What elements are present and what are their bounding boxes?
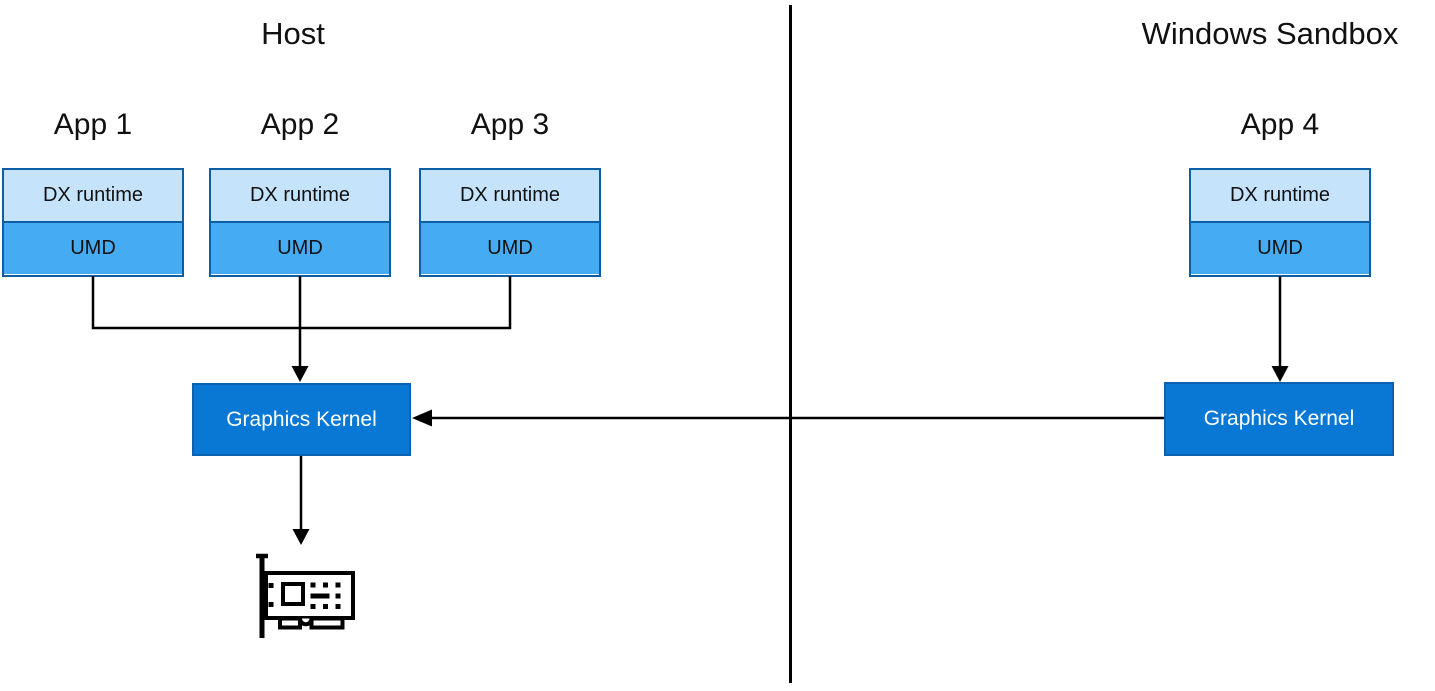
app1-umd-layer: UMD: [4, 221, 182, 274]
app2-dx-runtime-layer: DX runtime: [211, 170, 389, 221]
app1-dx-runtime-layer: DX runtime: [4, 170, 182, 221]
sandbox-graphics-kernel-box: Graphics Kernel: [1164, 382, 1394, 456]
app2-label: App 2: [260, 108, 340, 141]
app2-umd-layer: UMD: [211, 221, 389, 274]
app1-box: DX runtime UMD: [2, 168, 184, 277]
host-section-title: Host: [261, 16, 325, 51]
apps-to-kernel-arrow: [291, 276, 309, 382]
app3-box: DX runtime UMD: [419, 168, 601, 277]
host-apps-bus-line: [91, 276, 512, 330]
app4-to-kernel-arrow: [1271, 276, 1289, 382]
app3-dx-runtime-layer: DX runtime: [421, 170, 599, 221]
app4-dx-runtime-layer: DX runtime: [1191, 170, 1369, 221]
kernel-to-gpu-arrow: [292, 456, 310, 545]
host-graphics-kernel-box: Graphics Kernel: [192, 383, 411, 456]
app1-label: App 1: [53, 108, 133, 141]
app2-box: DX runtime UMD: [209, 168, 391, 277]
app4-label: App 4: [1240, 108, 1320, 141]
gpu-card-icon: [256, 553, 355, 638]
sandbox-section-title: Windows Sandbox: [1141, 16, 1399, 51]
app4-umd-layer: UMD: [1191, 221, 1369, 274]
app3-label: App 3: [470, 108, 550, 141]
app4-box: DX runtime UMD: [1189, 168, 1371, 277]
app3-umd-layer: UMD: [421, 221, 599, 274]
sandbox-to-host-kernel-arrow: [412, 409, 1164, 427]
